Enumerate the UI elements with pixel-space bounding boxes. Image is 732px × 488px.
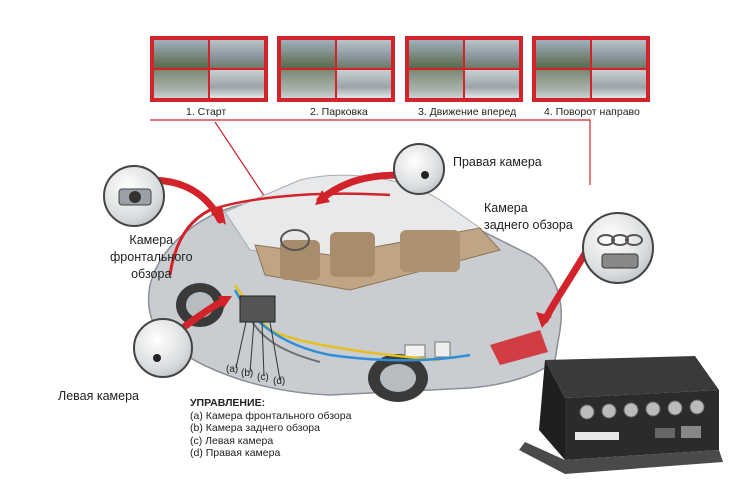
connector-d: (d) (273, 376, 286, 387)
connector-c: (c) (257, 372, 269, 383)
control-item-a: (a) Камера фронтального обзора (190, 409, 352, 422)
label-front-camera: Камера фронтального обзора (110, 233, 193, 281)
control-item-d: (d) Правая камера (190, 447, 281, 459)
front-camera-wire (168, 208, 211, 276)
monitor-frame-start (150, 36, 268, 102)
control-legend: УПРАВЛЕНИЕ: (a) Камера фронтального обзо… (190, 397, 351, 460)
step-label-1: 1. Старт (186, 106, 227, 118)
step-label-2: 2. Парковка (310, 106, 368, 118)
label-right-camera: Правая камера (453, 155, 542, 169)
control-title: УПРАВЛЕНИЕ: (190, 397, 266, 409)
dvr-device (519, 356, 723, 474)
arrow-right (316, 171, 404, 204)
step-label-4: 4. Поворот направо (544, 106, 640, 118)
dvr-in-car (239, 295, 276, 323)
front-camera-circle (103, 165, 165, 227)
car-body (147, 174, 562, 402)
connector-a: (a) (226, 364, 239, 375)
control-item-b: (b) Камера заднего обзора (190, 422, 320, 434)
label-rear-camera: Камера заднего обзора (484, 201, 573, 232)
control-item-c: (c) Левая камера (190, 434, 274, 447)
right-camera-circle (393, 143, 445, 195)
monitor-frame-right-turn (532, 36, 650, 102)
monitor-wire (150, 119, 591, 185)
monitor-frame-parking (277, 36, 395, 102)
step-label-3: 3. Движение вперед (418, 106, 517, 118)
left-camera-circle (133, 318, 193, 378)
monitor-frame-forward (405, 36, 523, 102)
rear-camera-circle (582, 212, 654, 284)
label-left-camera: Левая камера (58, 389, 139, 403)
connector-b: (b) (241, 368, 254, 379)
